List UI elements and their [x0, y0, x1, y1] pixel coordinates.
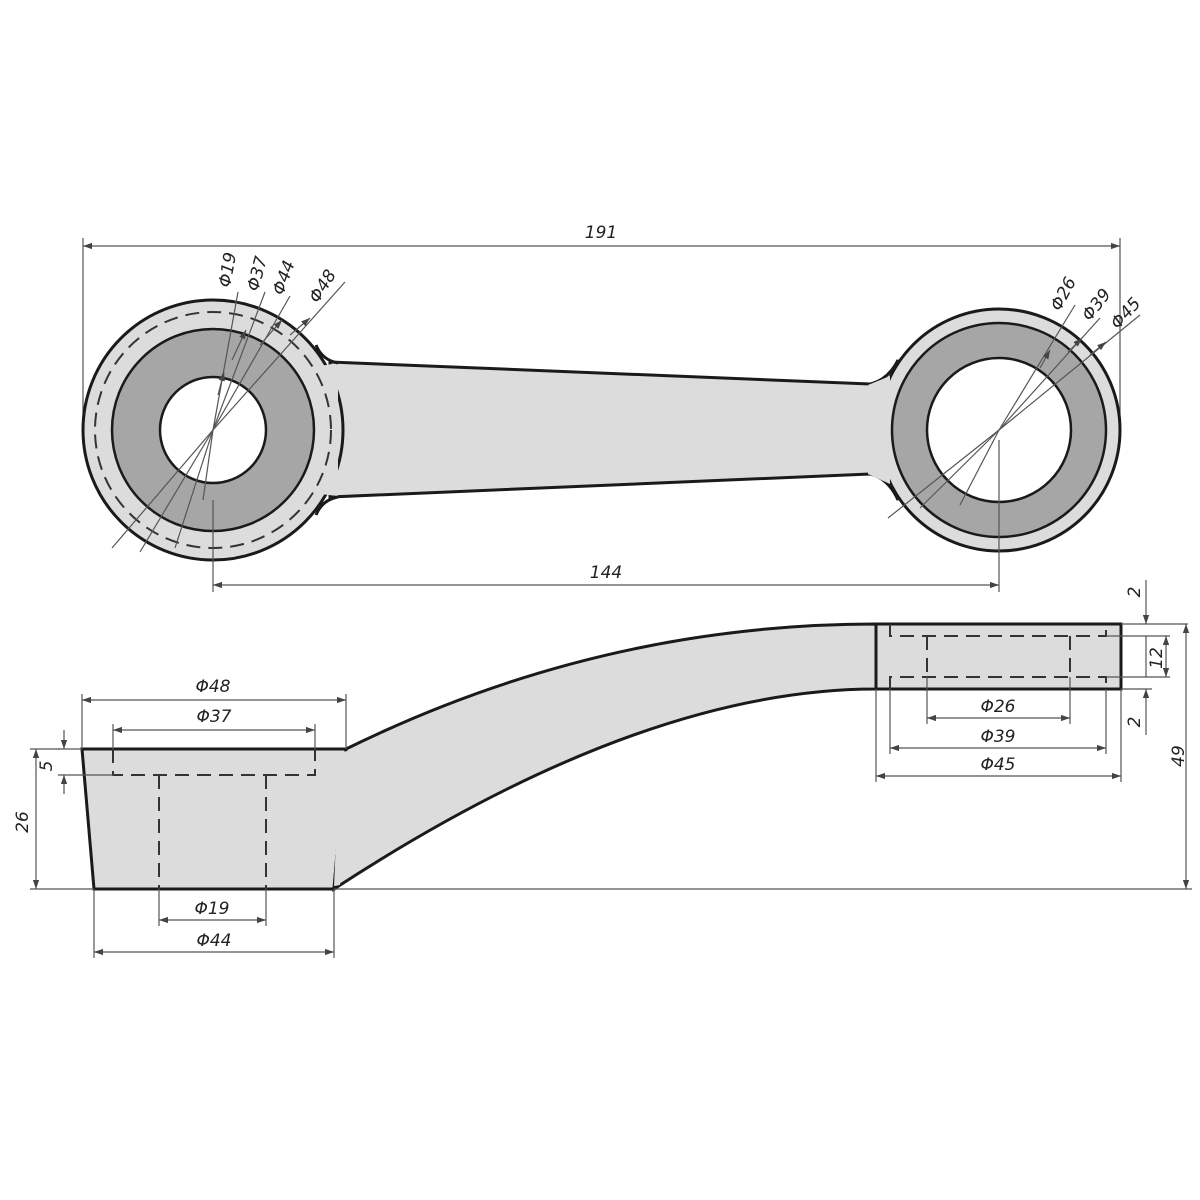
side-view: Φ48 Φ37 Φ19 Φ44 5 26 [13, 580, 1192, 958]
left-boss-hidden-lines [112, 749, 316, 889]
left-eye-diameter-4-label: Φ48 [305, 266, 341, 306]
left-top-inner-label: Φ37 [196, 707, 231, 727]
right-hole-label: Φ26 [980, 697, 1015, 717]
center-distance-label: 144 [590, 563, 622, 583]
right-boss [874, 622, 1123, 691]
left-eye-diameter-3-label: Φ44 [269, 258, 300, 298]
top-view: 191 [81, 223, 1145, 592]
left-eye-diameter-2-label: Φ37 [244, 254, 272, 293]
left-recess-depth-label: 5 [37, 761, 57, 772]
right-outer-label: Φ45 [980, 755, 1015, 775]
right-top-step-label: 2 [1125, 587, 1145, 598]
left-bottom-outer-label: Φ44 [196, 931, 231, 951]
curved-arm [332, 622, 878, 892]
overall-length-label: 191 [585, 223, 617, 243]
left-boss-dimensions: Φ48 Φ37 Φ19 Φ44 5 26 [13, 677, 347, 958]
left-bottom-hole-label: Φ19 [194, 899, 229, 919]
right-eye-diameter-1-label: Φ26 [1047, 274, 1081, 314]
dimension-center-distance: 144 [212, 440, 1000, 592]
left-eye-diameter-1-label: Φ19 [215, 251, 241, 289]
right-boss-dimensions: Φ26 Φ39 Φ45 2 12 2 49 [334, 580, 1192, 890]
dimension-overall-length: 191 [82, 223, 1121, 430]
overall-height-label: 49 [1169, 745, 1189, 767]
right-thickness-label: 12 [1147, 647, 1167, 669]
right-boss-hidden-lines [889, 624, 1107, 689]
right-bottom-step-label: 2 [1125, 717, 1145, 728]
left-top-outer-label: Φ48 [195, 677, 230, 697]
left-height-label: 26 [13, 811, 33, 833]
right-mid-label: Φ39 [980, 727, 1015, 747]
arm-body [328, 359, 900, 501]
left-boss [80, 747, 348, 891]
